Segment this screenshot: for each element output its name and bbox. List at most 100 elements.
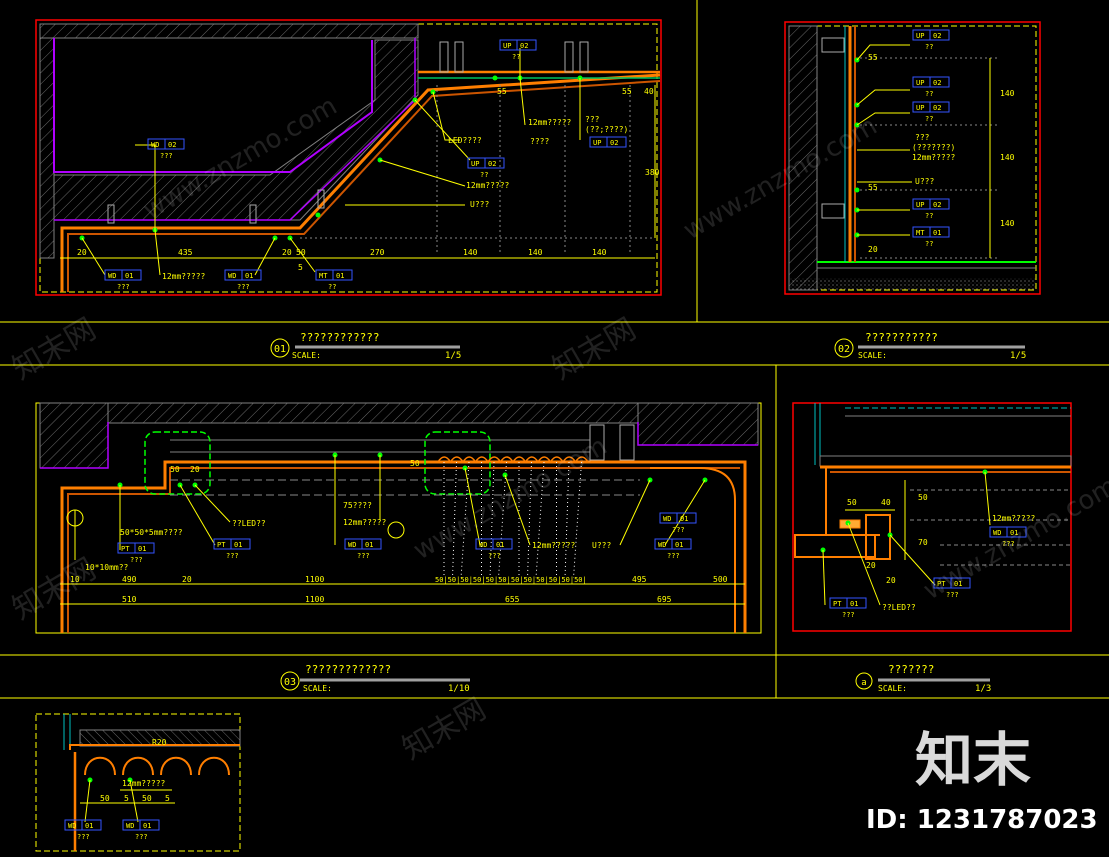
scallop-profile (512, 456, 527, 463)
dim: 140 (592, 248, 607, 257)
tag-code: WD (126, 822, 134, 830)
tag-note: ??? (135, 833, 148, 841)
tag-note: ?? (328, 283, 336, 291)
panel-03-drawing (35, 402, 762, 634)
watermark-text: 知末网 (7, 312, 102, 387)
scallop-profile (487, 456, 502, 463)
tag-number: 02 (168, 141, 176, 149)
dim: 500 (713, 575, 728, 584)
dim: 490 (122, 575, 137, 584)
dim: 140 (1000, 219, 1015, 228)
dim: 10 (70, 575, 80, 584)
panel-02-notes: ??? (???????) 12mm????? U??? (912, 133, 956, 186)
tag-number: 01 (234, 541, 242, 549)
title-block-01: 01 ???????????? SCALE: 1/5 (270, 331, 461, 361)
logo-text: 知末 (915, 726, 1031, 794)
tag-number: 02 (933, 32, 941, 40)
note: ??? (915, 133, 930, 142)
dim: 20 (190, 465, 200, 474)
panel-a-notes: 12mm????? ??LED?? (882, 514, 1036, 612)
panel-02-dims: 140 140 140 55 55 20 (868, 53, 1015, 254)
dim: 695 (657, 595, 672, 604)
dim: 50|50|50|50|50|50|50|50|50|50|50|50| (435, 576, 587, 584)
panel-03-notes: 50*50*5mm???? ??LED?? 75???? 12mm????? 1… (85, 501, 611, 572)
tag-note: ??? (160, 152, 173, 160)
tag-code: UP (471, 160, 479, 168)
dim: 50 (296, 248, 306, 257)
dim: 55 (497, 87, 507, 96)
note-12mm-c: 12mm????? (162, 272, 206, 281)
tag-number: 01 (85, 822, 93, 830)
dim: 435 (178, 248, 193, 257)
tag-note: ?? (925, 240, 933, 248)
note: U??? (592, 541, 611, 550)
panel-number: 01 (274, 344, 286, 355)
dim: 50 (142, 794, 152, 803)
tag-code: UP (593, 139, 601, 147)
note-paren: (??;????) (585, 125, 628, 134)
dim: 5 (298, 263, 303, 272)
tag-note: ?? (925, 212, 933, 220)
dim: 50 (100, 794, 110, 803)
tag-code: UP (916, 79, 924, 87)
scallop-profile (524, 456, 539, 463)
panel-number: 03 (284, 677, 296, 688)
dim: 55 (868, 183, 878, 192)
panel-title: ????????????? (305, 663, 391, 676)
title-block-02: 02 ??????????? SCALE: 1/5 (834, 331, 1026, 361)
dim: 140 (1000, 153, 1015, 162)
sheet-frame (0, 0, 1109, 699)
guide-line (573, 461, 582, 579)
tag-number: 02 (933, 79, 941, 87)
tag-code: WD (658, 541, 666, 549)
panel-title: ???????????? (300, 331, 379, 344)
dim: 50 (410, 459, 420, 468)
guide-line (564, 461, 570, 579)
tag-code: WD (228, 272, 236, 280)
note: 50*50*5mm???? (120, 528, 183, 537)
tag-note: ?? (925, 43, 933, 51)
dim: 50 (847, 498, 857, 507)
dim: 5 (165, 794, 170, 803)
panel-b-dims: 50 5 50 5 (100, 794, 170, 803)
note: ??LED?? (232, 519, 266, 528)
dim: 40 (644, 87, 654, 96)
watermark-text: www.znzmo.com (409, 431, 613, 566)
tag-number: 01 (675, 541, 683, 549)
tag-number: 01 (954, 580, 962, 588)
scale-value: 1/3 (975, 684, 991, 694)
tag-code: UP (503, 42, 511, 50)
guide-line (535, 461, 545, 579)
tag-number: 02 (520, 42, 528, 50)
tag-number: 01 (125, 272, 133, 280)
tag-note: ??? (226, 552, 239, 560)
guide-line (527, 461, 532, 579)
dim: 510 (122, 595, 137, 604)
scale-value: 1/10 (448, 684, 470, 694)
dim: 20 (182, 575, 192, 584)
scallop-profile (474, 456, 489, 463)
scale-label: SCALE: (292, 351, 321, 360)
note: 12mm????? (343, 518, 387, 527)
note-q: ???? (530, 137, 549, 146)
tag-note: ??? (130, 556, 143, 564)
panel-b-drawing (35, 713, 241, 852)
note: 12mm????? (992, 514, 1036, 523)
scallop-profile (574, 456, 589, 463)
tag-note: ??? (946, 591, 959, 599)
material-tag: WD 01??? (122, 819, 160, 841)
tag-code: WD (993, 529, 1001, 537)
tag-number: 01 (143, 822, 151, 830)
scallop-profile (562, 456, 577, 463)
panel-03-dims: 10 490 20 1100 50|50|50|50|50|50|50|50|5… (70, 459, 728, 604)
note: ??LED?? (882, 603, 916, 612)
dim: 40 (881, 498, 891, 507)
note: (???????) (912, 143, 955, 152)
dim: 495 (632, 575, 647, 584)
